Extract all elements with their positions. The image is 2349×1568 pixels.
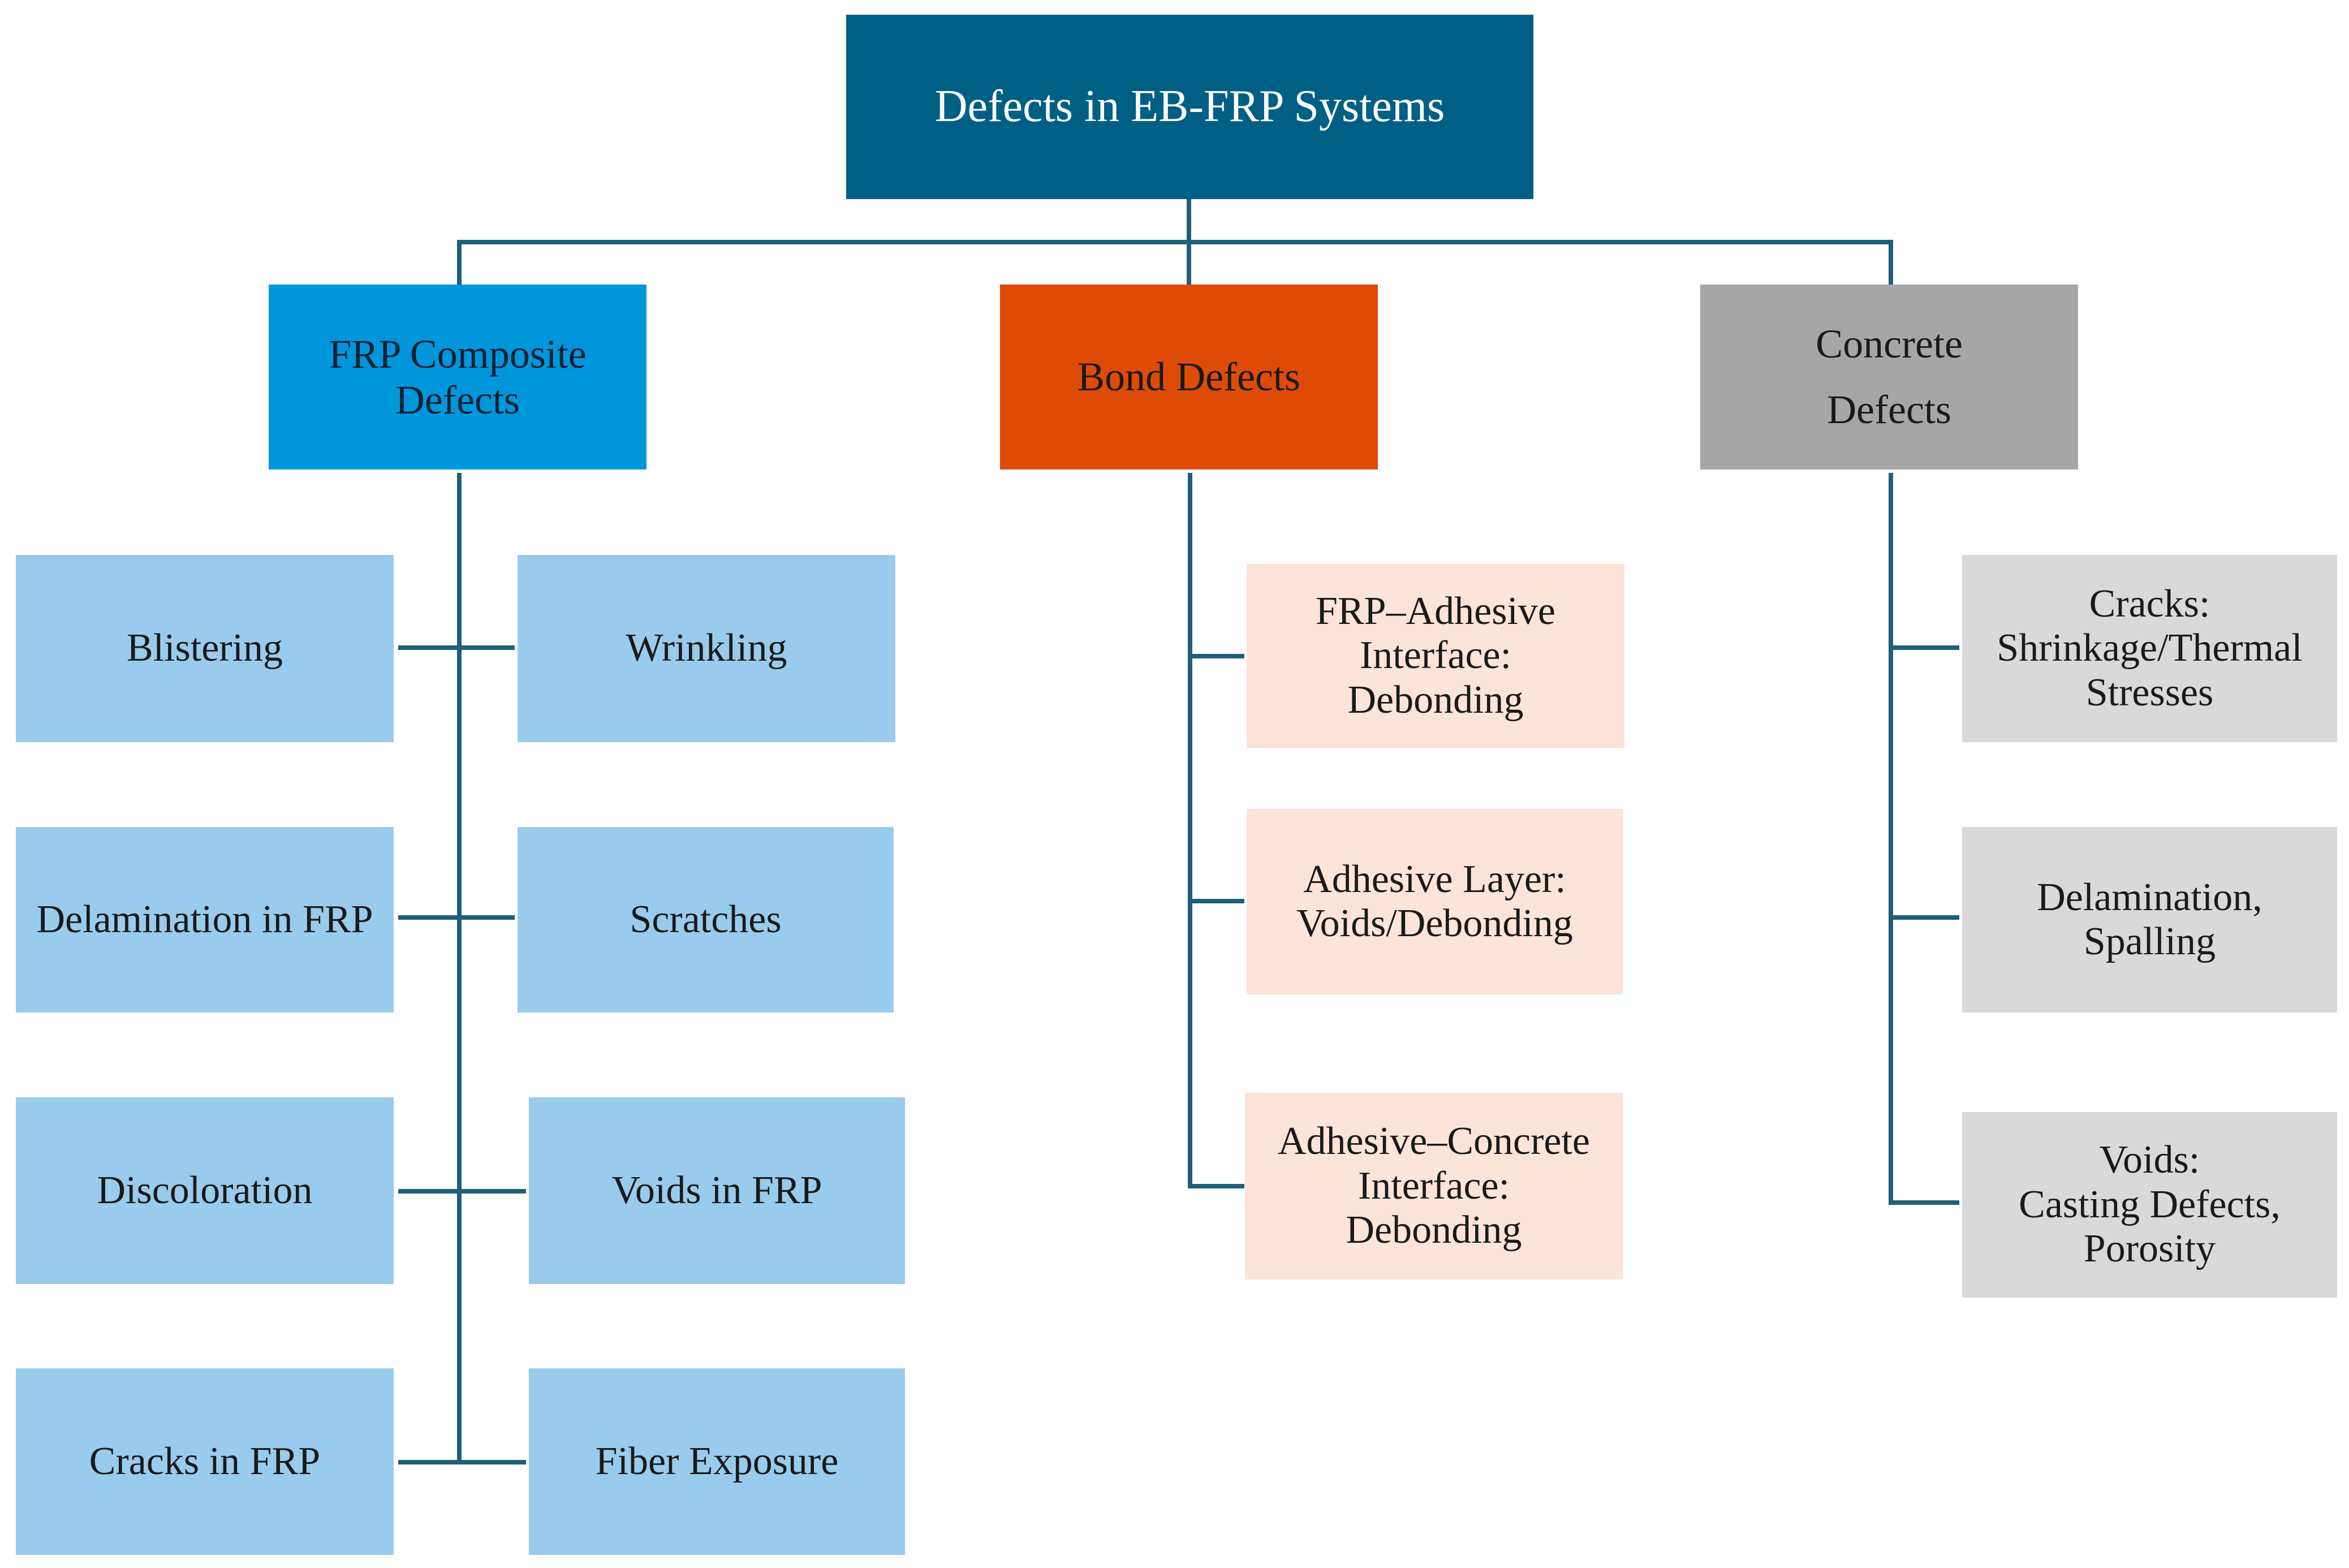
frp-defect-blistering: Blistering — [16, 555, 394, 742]
bond-defect-adhesive-layer: Adhesive Layer: Voids/Debonding — [1247, 809, 1623, 994]
frp-defect-wrinkling: Wrinkling — [518, 555, 895, 742]
frp-defect-voids: Voids in FRP — [529, 1097, 905, 1284]
frp-defect-discoloration: Discoloration — [16, 1097, 394, 1284]
bond-defect-adhesive-concrete-interface: Adhesive–Concrete Interface: Debonding — [1245, 1093, 1623, 1280]
frp-defect-scratches: Scratches — [518, 827, 894, 1013]
category-concrete-defects: Concrete Defects — [1700, 285, 2078, 469]
concrete-defect-cracks: Cracks: Shrinkage/Thermal Stresses — [1962, 555, 2337, 742]
frp-defect-delamination: Delamination in FRP — [16, 827, 394, 1013]
concrete-defect-voids: Voids: Casting Defects, Porosity — [1962, 1112, 2337, 1298]
category-bond-defects: Bond Defects — [1000, 285, 1378, 469]
frp-defect-cracks: Cracks in FRP — [16, 1368, 394, 1555]
category-frp-composite-defects: FRP Composite Defects — [269, 285, 646, 469]
concrete-defect-delamination-spalling: Delamination, Spalling — [1962, 827, 2337, 1013]
bond-defect-frp-adhesive-interface: FRP–Adhesive Interface: Debonding — [1247, 564, 1624, 748]
frp-defect-fiber-exposure: Fiber Exposure — [529, 1368, 905, 1555]
root-node: Defects in EB-FRP Systems — [846, 15, 1533, 199]
